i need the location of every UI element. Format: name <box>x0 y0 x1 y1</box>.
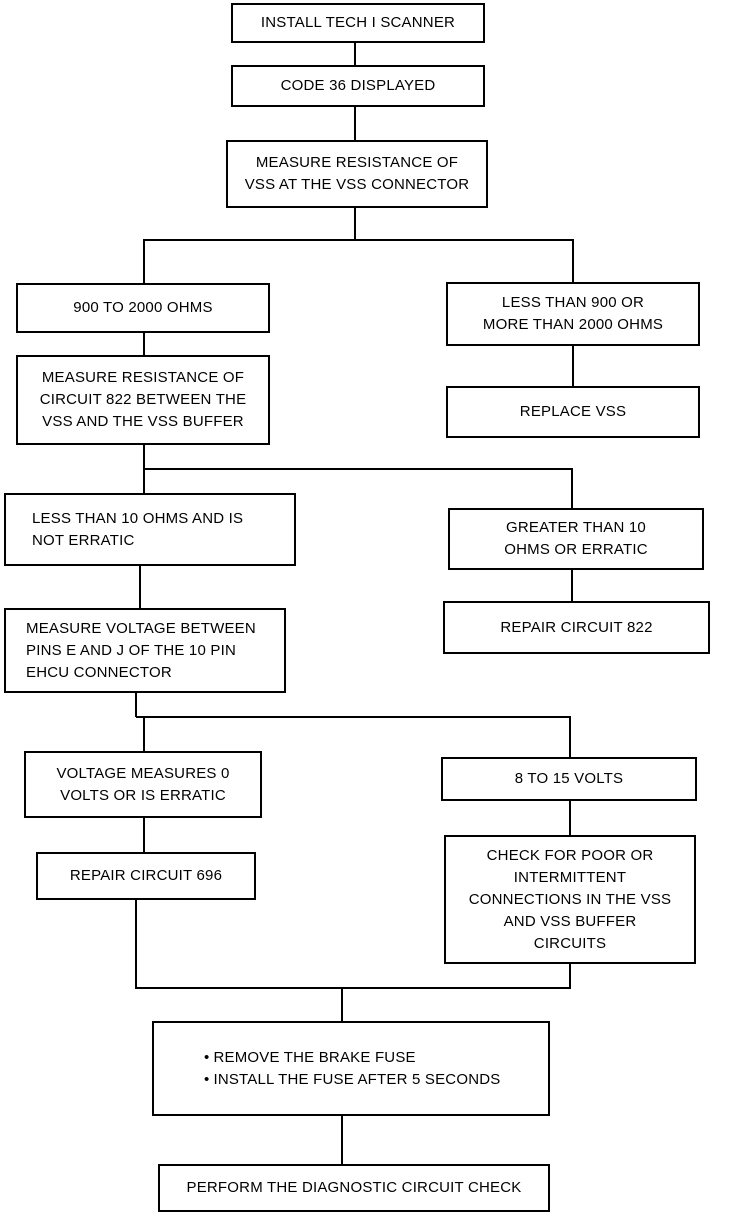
box-text-line: CHECK FOR POOR OR <box>486 846 654 864</box>
box-text-line: VSS AND THE VSS BUFFER <box>42 413 244 430</box>
greater-10-ohms-box: GREATER THAN 10 OHMS OR ERRATIC <box>448 508 704 570</box>
box-text-line: PINS E AND J OF THE 10 PIN <box>26 641 236 659</box>
box-text-line: NOT ERRATIC <box>32 531 135 549</box>
ohms-out-of-range-box: LESS THAN 900 OR MORE THAN 2000 OHMS <box>446 282 700 346</box>
install-scanner-box: INSTALL TECH I SCANNER <box>231 3 485 43</box>
box-text-line: EHCU CONNECTOR <box>26 663 172 681</box>
box-text-line: CIRCUITS <box>533 934 607 952</box>
box-text-line: REPLACE VSS <box>519 403 627 420</box>
box-text-line: MEASURE RESISTANCE OF <box>41 369 245 386</box>
remove-fuse-box: REMOVE THE BRAKE FUSE INSTALL THE FUSE A… <box>152 1021 550 1116</box>
box-text-line: LESS THAN 900 OR <box>501 294 645 311</box>
repair-696-box: REPAIR CIRCUIT 696 <box>36 852 256 900</box>
bullet-item: INSTALL THE FUSE AFTER 5 SECONDS <box>204 1069 500 1091</box>
box-text-line: CIRCUIT 822 BETWEEN THE <box>39 391 247 408</box>
repair-822-box: REPAIR CIRCUIT 822 <box>443 601 710 654</box>
box-text-line: MEASURE VOLTAGE BETWEEN <box>26 619 256 637</box>
connector <box>136 716 571 757</box>
box-text-line: MEASURE RESISTANCE OF <box>255 154 459 171</box>
box-text-line: AND VSS BUFFER <box>503 912 637 930</box>
ohms-900-2000-box: 900 TO 2000 OHMS <box>16 283 270 333</box>
replace-vss-box: REPLACE VSS <box>446 386 700 438</box>
connector <box>143 239 574 283</box>
box-text-line: VOLTAGE MEASURES 0 <box>56 764 230 782</box>
perform-check-box: PERFORM THE DIAGNOSTIC CIRCUIT CHECK <box>158 1164 550 1212</box>
box-text-line: PERFORM THE DIAGNOSTIC CIRCUIT CHECK <box>186 1179 522 1196</box>
voltage-0-box: VOLTAGE MEASURES 0 VOLTS OR IS ERRATIC <box>24 751 262 818</box>
box-text-line: REPAIR CIRCUIT 822 <box>500 618 653 636</box>
box-text-line: INTERMITTENT <box>513 868 627 886</box>
measure-circuit-822-box: MEASURE RESISTANCE OF CIRCUIT 822 BETWEE… <box>16 355 270 445</box>
box-text-line: REPAIR CIRCUIT 696 <box>69 867 223 884</box>
box-text-line: LESS THAN 10 OHMS AND IS <box>32 509 244 527</box>
box-text-line: VSS AT THE VSS CONNECTOR <box>244 176 470 193</box>
box-text-line: VOLTS OR IS ERRATIC <box>60 786 226 804</box>
code-36-box: CODE 36 DISPLAYED <box>231 65 485 107</box>
box-text-line: INSTALL TECH I SCANNER <box>260 14 456 31</box>
box-text-line: CODE 36 DISPLAYED <box>280 77 436 94</box>
measure-vss-box: MEASURE RESISTANCE OF VSS AT THE VSS CON… <box>226 140 488 208</box>
connector <box>135 900 571 989</box>
box-text-line: MORE THAN 2000 OHMS <box>482 316 664 333</box>
box-text-line: 900 TO 2000 OHMS <box>73 299 213 316</box>
bullet-item: REMOVE THE BRAKE FUSE <box>204 1047 416 1069</box>
box-text-line: CONNECTIONS IN THE VSS <box>468 890 672 908</box>
less-10-ohms-box: LESS THAN 10 OHMS AND IS NOT ERRATIC <box>4 493 296 566</box>
check-connections-box: CHECK FOR POOR OR INTERMITTENT CONNECTIO… <box>444 835 696 964</box>
box-text-line: GREATER THAN 10 <box>506 519 646 536</box>
volts-8-15-box: 8 TO 15 VOLTS <box>441 757 697 801</box>
box-text-line: OHMS OR ERRATIC <box>504 541 648 558</box>
connector <box>144 468 573 508</box>
box-text-line: 8 TO 15 VOLTS <box>514 770 624 787</box>
measure-voltage-box: MEASURE VOLTAGE BETWEEN PINS E AND J OF … <box>4 608 286 693</box>
